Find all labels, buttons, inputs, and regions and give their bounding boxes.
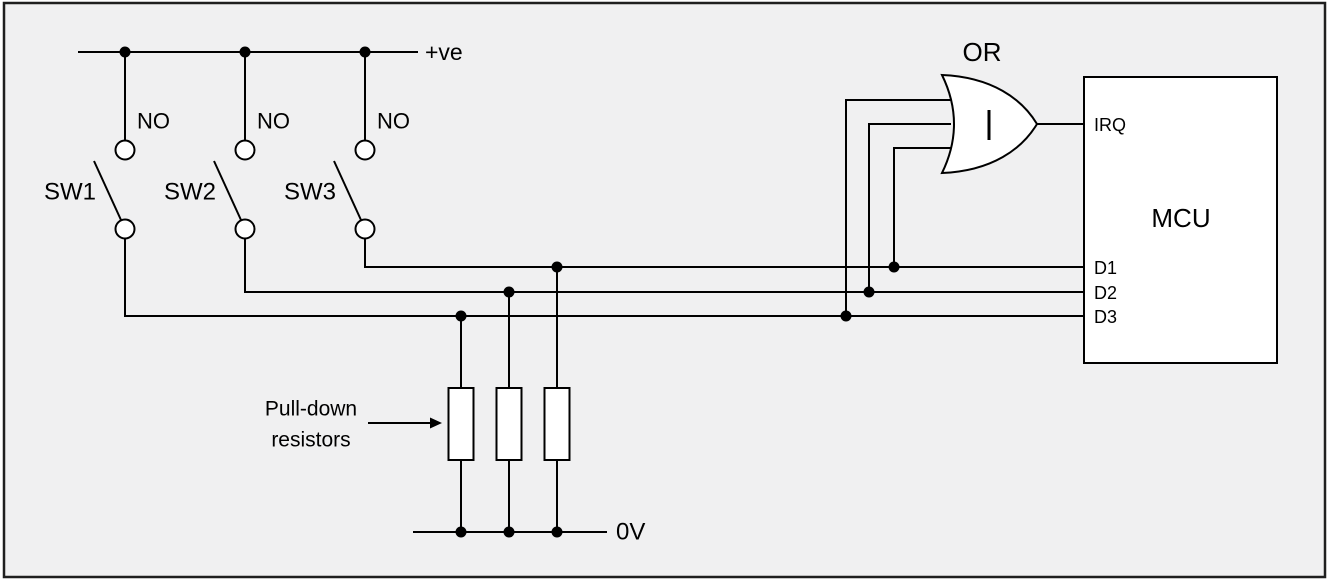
pulldown-resistor-1 <box>447 310 475 538</box>
pulldown-resistor-2 <box>495 286 523 538</box>
junction-dot <box>888 261 900 273</box>
sw2-blade <box>213 160 242 221</box>
or-gate: OR <box>940 37 1084 175</box>
ground-rail-label: 0V <box>616 519 645 546</box>
sw1-contact-label: NO <box>137 109 170 134</box>
sw2-label: SW2 <box>164 179 216 206</box>
sw2-terminal-bottom <box>234 218 256 240</box>
switch-sw1: NO SW1 <box>44 52 1084 317</box>
junction-dot <box>840 310 852 322</box>
sw2-contact-label: NO <box>257 109 290 134</box>
sw3-label: SW3 <box>284 179 336 206</box>
sw1-label: SW1 <box>44 179 96 206</box>
positive-rail-label: +ve <box>425 39 463 65</box>
sw2-terminal-top <box>234 139 256 161</box>
sw3-terminal-top <box>354 139 376 161</box>
sw3-blade <box>333 160 362 221</box>
mcu-block: IRQ MCU D1 D2 D3 <box>1083 76 1278 364</box>
pulldown-resistor-3 <box>543 261 571 538</box>
wire-d1 <box>364 239 1084 268</box>
mcu-pin-irq: IRQ <box>1094 115 1126 135</box>
mcu-pin-d2: D2 <box>1094 283 1117 303</box>
or-input-wire-from-d2 <box>868 123 951 292</box>
junction-dot <box>863 286 875 298</box>
resistor-3-body <box>543 387 571 461</box>
switch-sw3: NO SW3 <box>284 52 1084 268</box>
sw1-blade <box>93 160 122 221</box>
pulldown-label-line2: resistors <box>271 429 350 452</box>
pulldown-label-line1: Pull-down <box>265 398 357 421</box>
or-input-wire-from-d1 <box>893 147 951 267</box>
mcu-pin-d1: D1 <box>1094 258 1117 278</box>
sw3-terminal-bottom <box>354 218 376 240</box>
sw1-terminal-top <box>114 139 136 161</box>
or-input-wire-from-d3 <box>845 99 951 316</box>
pulldown-annotation: Pull-down resistors <box>265 398 442 452</box>
sw1-terminal-bottom <box>114 218 136 240</box>
ground-rail: 0V <box>413 519 645 546</box>
resistor-1-body <box>447 387 475 461</box>
wire-d2 <box>244 239 1084 293</box>
resistor-2-body <box>495 387 523 461</box>
switch-sw2: NO SW2 <box>164 52 1084 293</box>
or-gate-label: OR <box>963 37 1002 67</box>
mcu-body <box>1083 76 1278 364</box>
pulldown-arrow-head <box>430 417 442 429</box>
mcu-pin-d3: D3 <box>1094 307 1117 327</box>
sw3-contact-label: NO <box>377 109 410 134</box>
mcu-label: MCU <box>1151 203 1210 233</box>
or-gate-inputs <box>840 99 951 322</box>
wire-d3 <box>124 239 1084 317</box>
